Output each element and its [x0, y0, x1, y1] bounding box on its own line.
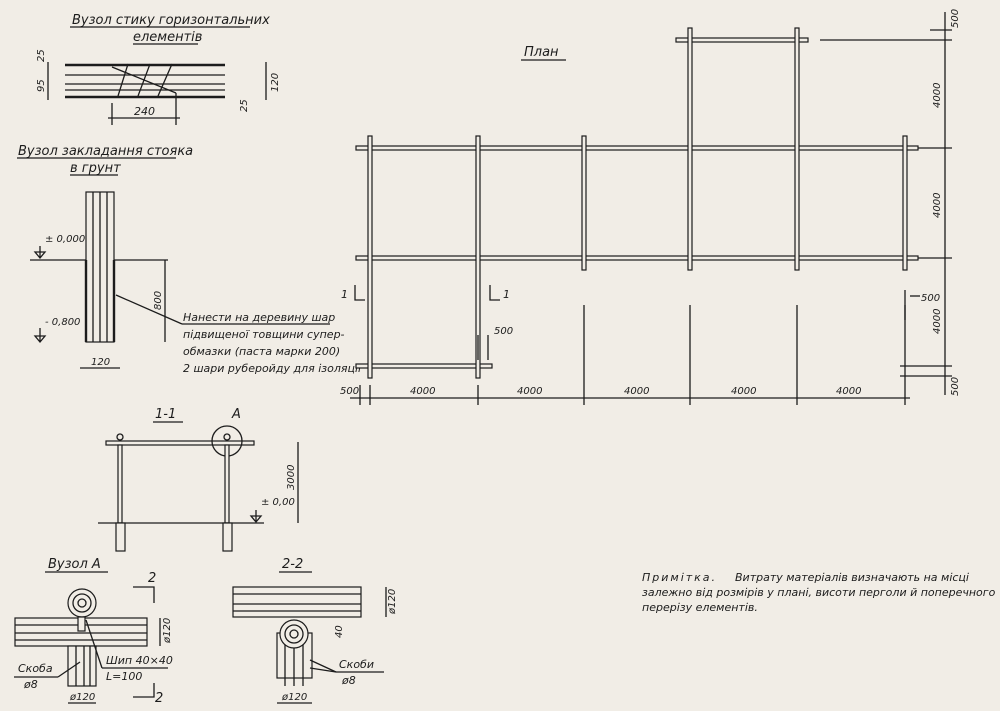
tenon-length: L=100 — [106, 670, 142, 683]
note-line-4: 2 шари руберойду для ізоляції — [183, 362, 363, 375]
right-dim-4000-1: 4000 — [932, 83, 943, 108]
general-note: Примітка. Витрату матеріалів визначають … — [642, 571, 996, 614]
section-2-2-dim-40: 40 — [334, 625, 345, 638]
joint-dim-25b: 25 — [239, 99, 250, 112]
horizontal-joint-detail: Вузол стику горизонтальних елементів 240… — [36, 13, 281, 125]
node-a-post-d: ø120 — [69, 692, 95, 703]
staples-label: Скоби — [339, 658, 374, 671]
section-mark-top: 2 — [148, 571, 156, 586]
beam — [902, 135, 908, 271]
plan-title: План — [524, 45, 559, 60]
level-bottom: - 0,800 — [45, 317, 80, 328]
node-a-title: Вузол А — [48, 557, 101, 572]
right-dim-4000-2: 4000 — [932, 193, 943, 218]
section-1-1: 1-1 А 3000 ± 0,00 — [98, 407, 299, 552]
height-3000: 3000 — [286, 465, 297, 490]
section-2-2-title: 2-2 — [282, 557, 303, 572]
right-dim-500-bottom: 500 — [950, 377, 961, 396]
node-a-beam-d: ø120 — [162, 618, 173, 644]
right-dim-4000-3: 4000 — [932, 309, 943, 334]
section-2-2: 2-2 ø120 40 ø120 Скоби ø8 — [232, 557, 398, 704]
tenon-label: Шип 40×40 — [106, 654, 173, 667]
joint-title-2: елементів — [133, 30, 202, 45]
level-0: ± 0,00 — [261, 497, 295, 508]
inner-dim-500-left: 500 — [494, 326, 513, 337]
staples-diameter: ø8 — [341, 674, 356, 687]
beam — [475, 135, 481, 379]
rail — [355, 255, 919, 261]
level-top: ± 0,000 — [45, 234, 85, 245]
post-in-ground-detail: Вузол закладання стояка в грунт ± 0,000 … — [17, 144, 363, 375]
post-title-2: в грунт — [70, 161, 121, 176]
staple-label: Скоба — [18, 662, 53, 675]
bottom-dim-4000-5: 4000 — [836, 386, 861, 397]
bottom-dim-500: 500 — [340, 386, 359, 397]
right-dim-500-top: 500 — [950, 9, 961, 28]
section-mark-bottom: 2 — [155, 691, 163, 706]
section-mark-right: 1 — [503, 288, 510, 301]
rail — [675, 37, 809, 43]
beam — [794, 27, 800, 271]
note-text-1: Витрату матеріалів визначають на місці — [735, 571, 969, 584]
section-1-1-title: 1-1 — [155, 407, 176, 422]
beam — [687, 27, 693, 271]
note-line-3: обмазки (паста марки 200) — [183, 345, 340, 358]
note-line-2: підвищеної товщини супер- — [183, 328, 345, 341]
rail — [355, 363, 493, 369]
joint-dim-240: 240 — [134, 105, 155, 118]
section-mark-left: 1 — [341, 288, 348, 301]
bottom-dim-4000-3: 4000 — [624, 386, 649, 397]
joint-dim-120: 120 — [270, 73, 281, 92]
beam — [581, 135, 587, 271]
joint-title-1: Вузол стику горизонтальних — [72, 13, 270, 28]
section-2-2-post-d: ø120 — [281, 692, 307, 703]
note-text-3: перерізу елементів. — [642, 601, 758, 614]
depth-800: 800 — [153, 291, 164, 310]
joint-dim-25: 25 — [36, 49, 47, 62]
rail — [355, 145, 919, 151]
bottom-dim-4000-1: 4000 — [410, 386, 435, 397]
joint-dim-95: 95 — [36, 79, 47, 92]
callout-a: А — [231, 407, 241, 422]
plan-view: План 1 1 500 4000 4000 4000 4000 4000 50… — [340, 9, 961, 405]
section-2-2-beam-d: ø120 — [387, 589, 398, 615]
post-title-1: Вузол закладання стояка — [18, 144, 193, 159]
bottom-dim-4000-2: 4000 — [517, 386, 542, 397]
beam — [367, 135, 373, 379]
staple-diameter: ø8 — [23, 678, 38, 691]
note-label: Примітка. — [642, 571, 717, 584]
bottom-dim-4000-4: 4000 — [731, 386, 756, 397]
inner-dim-500-right: 500 — [921, 293, 940, 304]
note-text-2: залежно від розмірів у плані, висоти пер… — [642, 586, 996, 599]
note-line-1: Нанести на деревину шар — [183, 311, 335, 324]
node-a-detail: Вузол А 2 2 ø120 ø120 Скоба ø8 Шип 40×40… — [14, 557, 173, 706]
post-width-120: 120 — [91, 357, 110, 368]
